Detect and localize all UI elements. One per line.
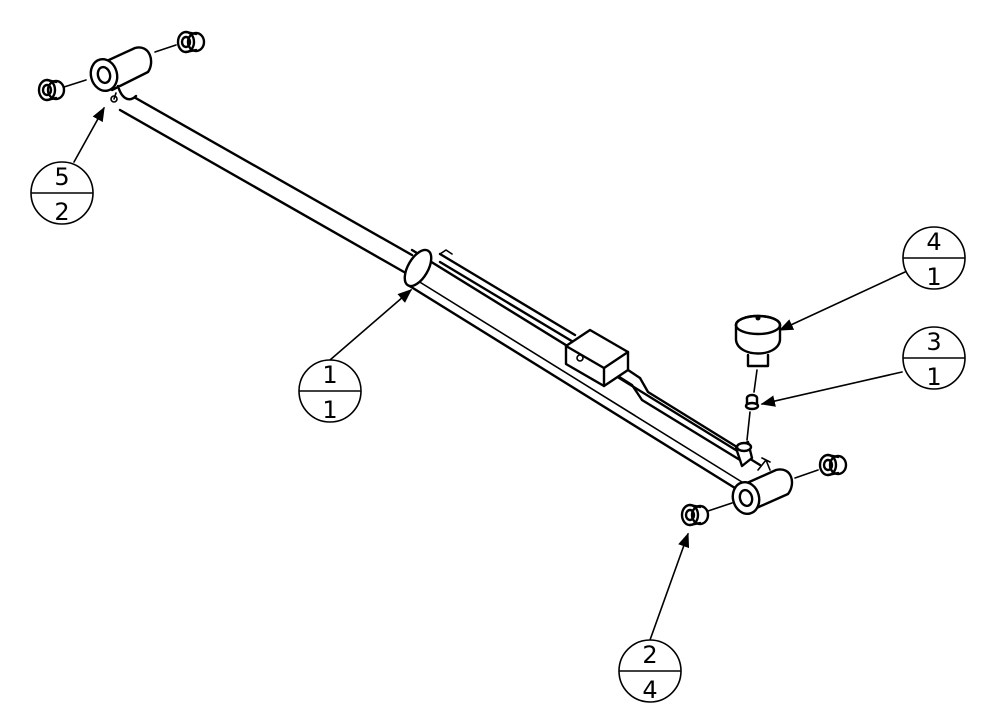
grease-nipple-rod-end	[110, 92, 118, 103]
balloon-item-1: 1 1	[298, 359, 362, 424]
balloon-quantity: 2	[54, 198, 69, 226]
balloon-quantity: 1	[926, 363, 941, 391]
bushing-left	[37, 78, 87, 102]
cylinder-rod	[118, 90, 414, 274]
grease-nipple-base-end	[757, 457, 771, 471]
bushing-bottom	[680, 502, 733, 527]
tube-end-fitting	[734, 440, 754, 468]
adapter-fitting	[744, 393, 760, 441]
balloon-quantity: 1	[926, 263, 941, 291]
valve-block	[564, 328, 630, 388]
leader-item-5	[73, 106, 105, 163]
balloon-item-number: 2	[642, 641, 657, 669]
leader-item-4	[778, 271, 906, 331]
balloon-item-4: 4 1	[902, 226, 966, 291]
base-end-eye	[731, 468, 794, 516]
bushing-top	[154, 30, 206, 54]
accumulator	[734, 314, 782, 393]
leader-lines	[73, 106, 906, 641]
bushing-right	[794, 453, 848, 479]
leader-item-3	[760, 371, 903, 407]
rod-end-eye	[89, 46, 153, 101]
balloon-quantity: 4	[642, 676, 657, 704]
leader-item-2	[649, 532, 690, 641]
balloon-item-number: 4	[926, 228, 941, 256]
leader-item-1	[329, 289, 413, 361]
balloon-quantity: 1	[322, 396, 337, 424]
balloon-item-number: 3	[926, 328, 941, 356]
balloon-item-2: 2 4	[618, 639, 682, 704]
balloon-item-3: 3 1	[902, 326, 966, 391]
balloon-item-5: 5 2	[30, 161, 94, 226]
balloon-item-number: 1	[322, 361, 337, 389]
balloon-item-number: 5	[54, 163, 69, 191]
